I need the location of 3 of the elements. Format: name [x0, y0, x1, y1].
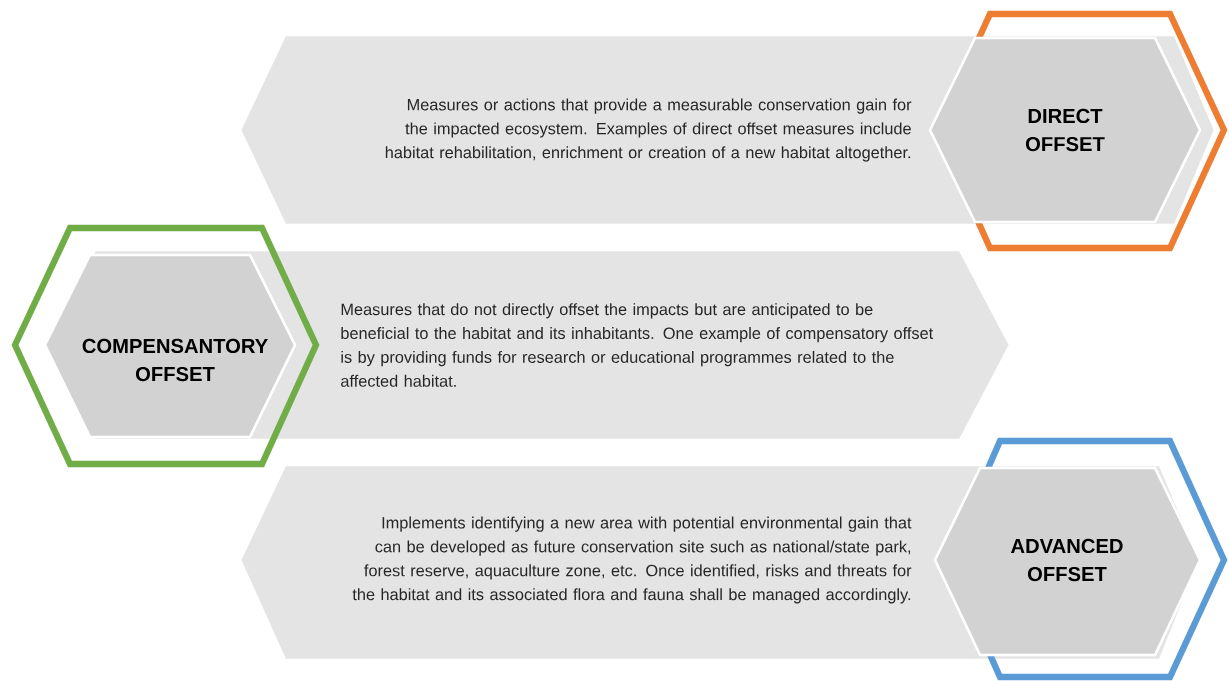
hexagon-badge: COMPENSANTORY OFFSET [11, 224, 320, 468]
hexagon-badge: ADVANCED OFFSET [933, 437, 1228, 681]
hexagon-badge: DIRECT OFFSET [928, 10, 1228, 252]
